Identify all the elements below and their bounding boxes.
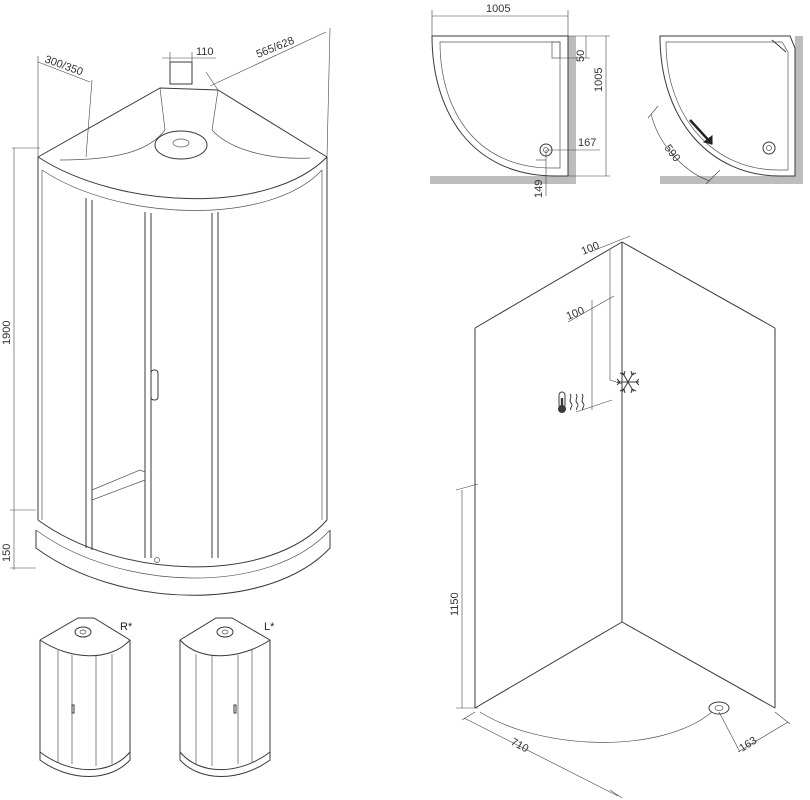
roof-panels [59,87,311,161]
drain-offset-label: 163 [737,735,759,755]
wall-strip-bottom-2 [660,176,803,184]
tray-plan-view [430,35,576,184]
tray-outline [431,35,569,177]
wall-connection-view [474,241,776,743]
drain-icon-2 [762,141,776,155]
shower-cabin-front-view [35,61,331,596]
variant-left-thumbnail: L* [179,617,275,777]
variant-left-label: L* [264,621,275,633]
floor-width-label: 710 [509,736,531,755]
overhead-shower-icon [154,130,208,160]
wall-gap-label: 50 [575,50,587,62]
plan-view-dimensions: 1005 1005 50 167 149 [431,3,610,198]
thermometer-heat-icon [558,391,585,413]
wall-strip-right-2 [795,36,803,184]
inner-offset-label: 100 [565,305,587,323]
tray-height-label: 150 [1,544,13,562]
wall-strip-right [568,36,576,184]
plan-width-label: 1005 [486,3,510,15]
roof-front-edge-lower [41,169,323,211]
roof-front-edge [37,156,328,200]
door-opening-plan [659,35,803,184]
connection-height-label: 1150 [449,592,461,616]
shower-tray [35,530,331,596]
roof-offset-label: 110 [196,46,214,58]
front-view-dimensions: 110 300/350 565/628 1900 150 [1,27,331,570]
variant-right-label: R* [120,621,133,633]
variant-right-thumbnail: R* [39,617,133,777]
wall-strip-bottom [430,176,576,184]
roof-outline [37,87,328,158]
tray-top-edge [37,519,328,568]
door-swing-arrow-icon [702,135,713,145]
door-opening-label: 590 [662,142,683,164]
enclosure-outline [659,35,796,177]
snowflake-icon [616,370,640,394]
drain-offset-y-label: 149 [533,180,545,198]
drain-offset-x-label: 167 [578,137,596,149]
floor-drain-icon [708,701,730,715]
side-width-label: 300/350 [43,54,84,79]
roof-vent [169,61,193,85]
floor-tray-arc [479,711,713,743]
diagonal-width-label: 565/628 [255,35,296,61]
height-label: 1900 [1,321,13,345]
plan-depth-label: 1005 [593,68,605,92]
top-offset-label: 100 [580,240,602,258]
wall-connection-dimensions: 100 100 1150 710 163 [449,235,791,799]
door-handle [150,369,159,401]
